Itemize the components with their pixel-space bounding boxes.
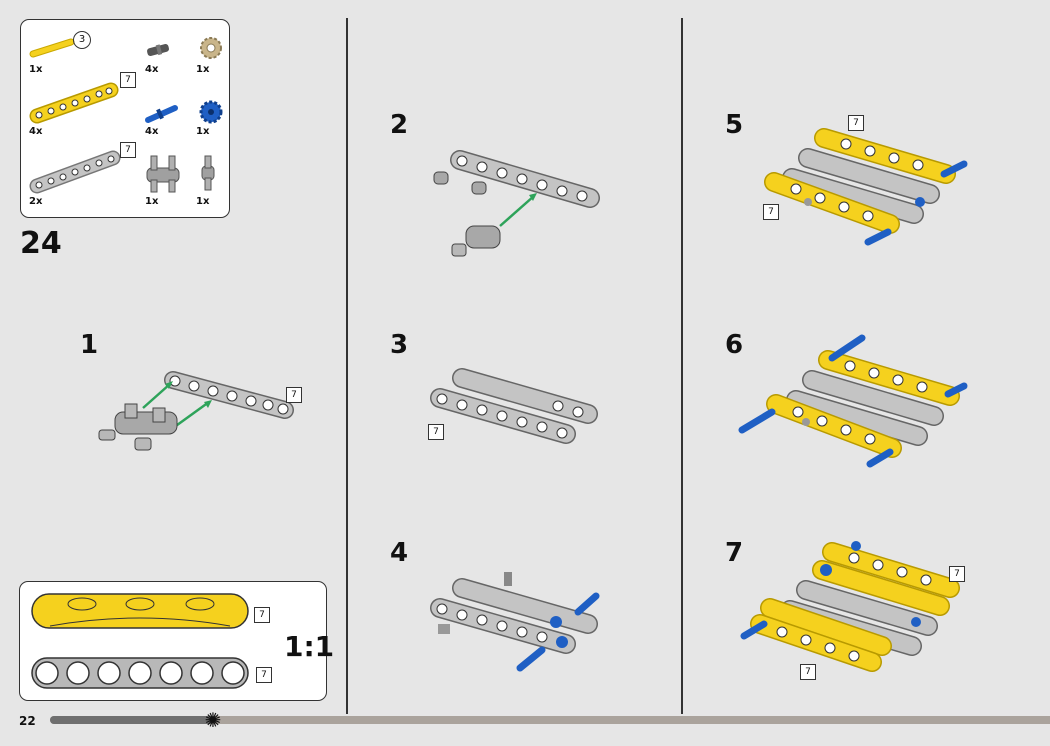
yellow-beam-scale <box>31 593 249 629</box>
blue-gear-icon <box>199 100 223 124</box>
qty-dark-pin: 4x <box>145 64 159 75</box>
length-box-gray: 7 <box>120 142 136 158</box>
qty-blue-pin: 4x <box>145 126 159 137</box>
column-divider-left <box>346 18 348 714</box>
tan-gear-icon <box>200 37 222 59</box>
qty-tan-gear: 1x <box>196 64 210 75</box>
dark-pin-icon <box>147 43 169 57</box>
step-5-length-box-top: 7 <box>848 115 864 131</box>
qty-yellow-axle: 1x <box>29 64 43 75</box>
sun-icon: ✺ <box>204 708 222 732</box>
step-2-illustration <box>433 150 600 257</box>
callout-circle: 3 <box>73 31 91 49</box>
yellow-axle-icon <box>29 38 75 58</box>
step-1-number: 1 <box>80 330 99 360</box>
qty-gray-beam: 2x <box>29 196 43 207</box>
step-4-illustration <box>430 572 600 672</box>
main-step-number: 24 <box>20 226 62 261</box>
blue-axle-pin-icon <box>145 105 178 123</box>
progress-track <box>50 716 1050 724</box>
page-number: 22 <box>19 714 36 728</box>
scale-reference-panel: 7 7 1:1 <box>19 581 334 701</box>
gray-connector-icon <box>201 155 215 191</box>
qty-connector: 1x <box>196 196 210 207</box>
step-4-number: 4 <box>390 538 409 568</box>
parts-list-panel: 3 1x 4x 1x 7 4x 4x 1x 7 2x <box>20 19 230 218</box>
step-7-illustration <box>740 541 960 672</box>
step-7-number: 7 <box>725 538 744 568</box>
step-7-length-box-bottom: 7 <box>800 664 816 680</box>
step-3-illustration <box>430 368 598 444</box>
callout-number: 3 <box>78 34 86 45</box>
gray-beam-icon <box>29 150 121 194</box>
step-2-number: 2 <box>390 110 409 140</box>
gray-beam-scale <box>31 657 249 689</box>
qty-blue-gear: 1x <box>196 126 210 137</box>
qty-double-connector: 1x <box>145 196 159 207</box>
gray-double-connector-icon <box>146 155 180 193</box>
scale-gray-length-box: 7 <box>256 667 272 683</box>
progress-fill <box>50 716 214 724</box>
step-6-number: 6 <box>725 330 744 360</box>
step-5-number: 5 <box>725 110 744 140</box>
step-3-number: 3 <box>390 330 409 360</box>
step-6-illustration <box>738 334 968 468</box>
step-1-illustration <box>98 371 294 451</box>
step-3-length-box: 7 <box>428 424 444 440</box>
scale-label: 1:1 <box>284 630 335 663</box>
scale-yellow-length-box: 7 <box>254 607 270 623</box>
step-5-length-box-bottom: 7 <box>763 204 779 220</box>
yellow-beam-icon <box>29 82 119 124</box>
column-divider-right <box>681 18 683 714</box>
step-1-length-box: 7 <box>286 387 302 403</box>
qty-yellow-beam: 4x <box>29 126 43 137</box>
length-box-yellow: 7 <box>120 72 136 88</box>
step-5-illustration <box>764 128 968 246</box>
step-7-length-box-top: 7 <box>949 566 965 582</box>
